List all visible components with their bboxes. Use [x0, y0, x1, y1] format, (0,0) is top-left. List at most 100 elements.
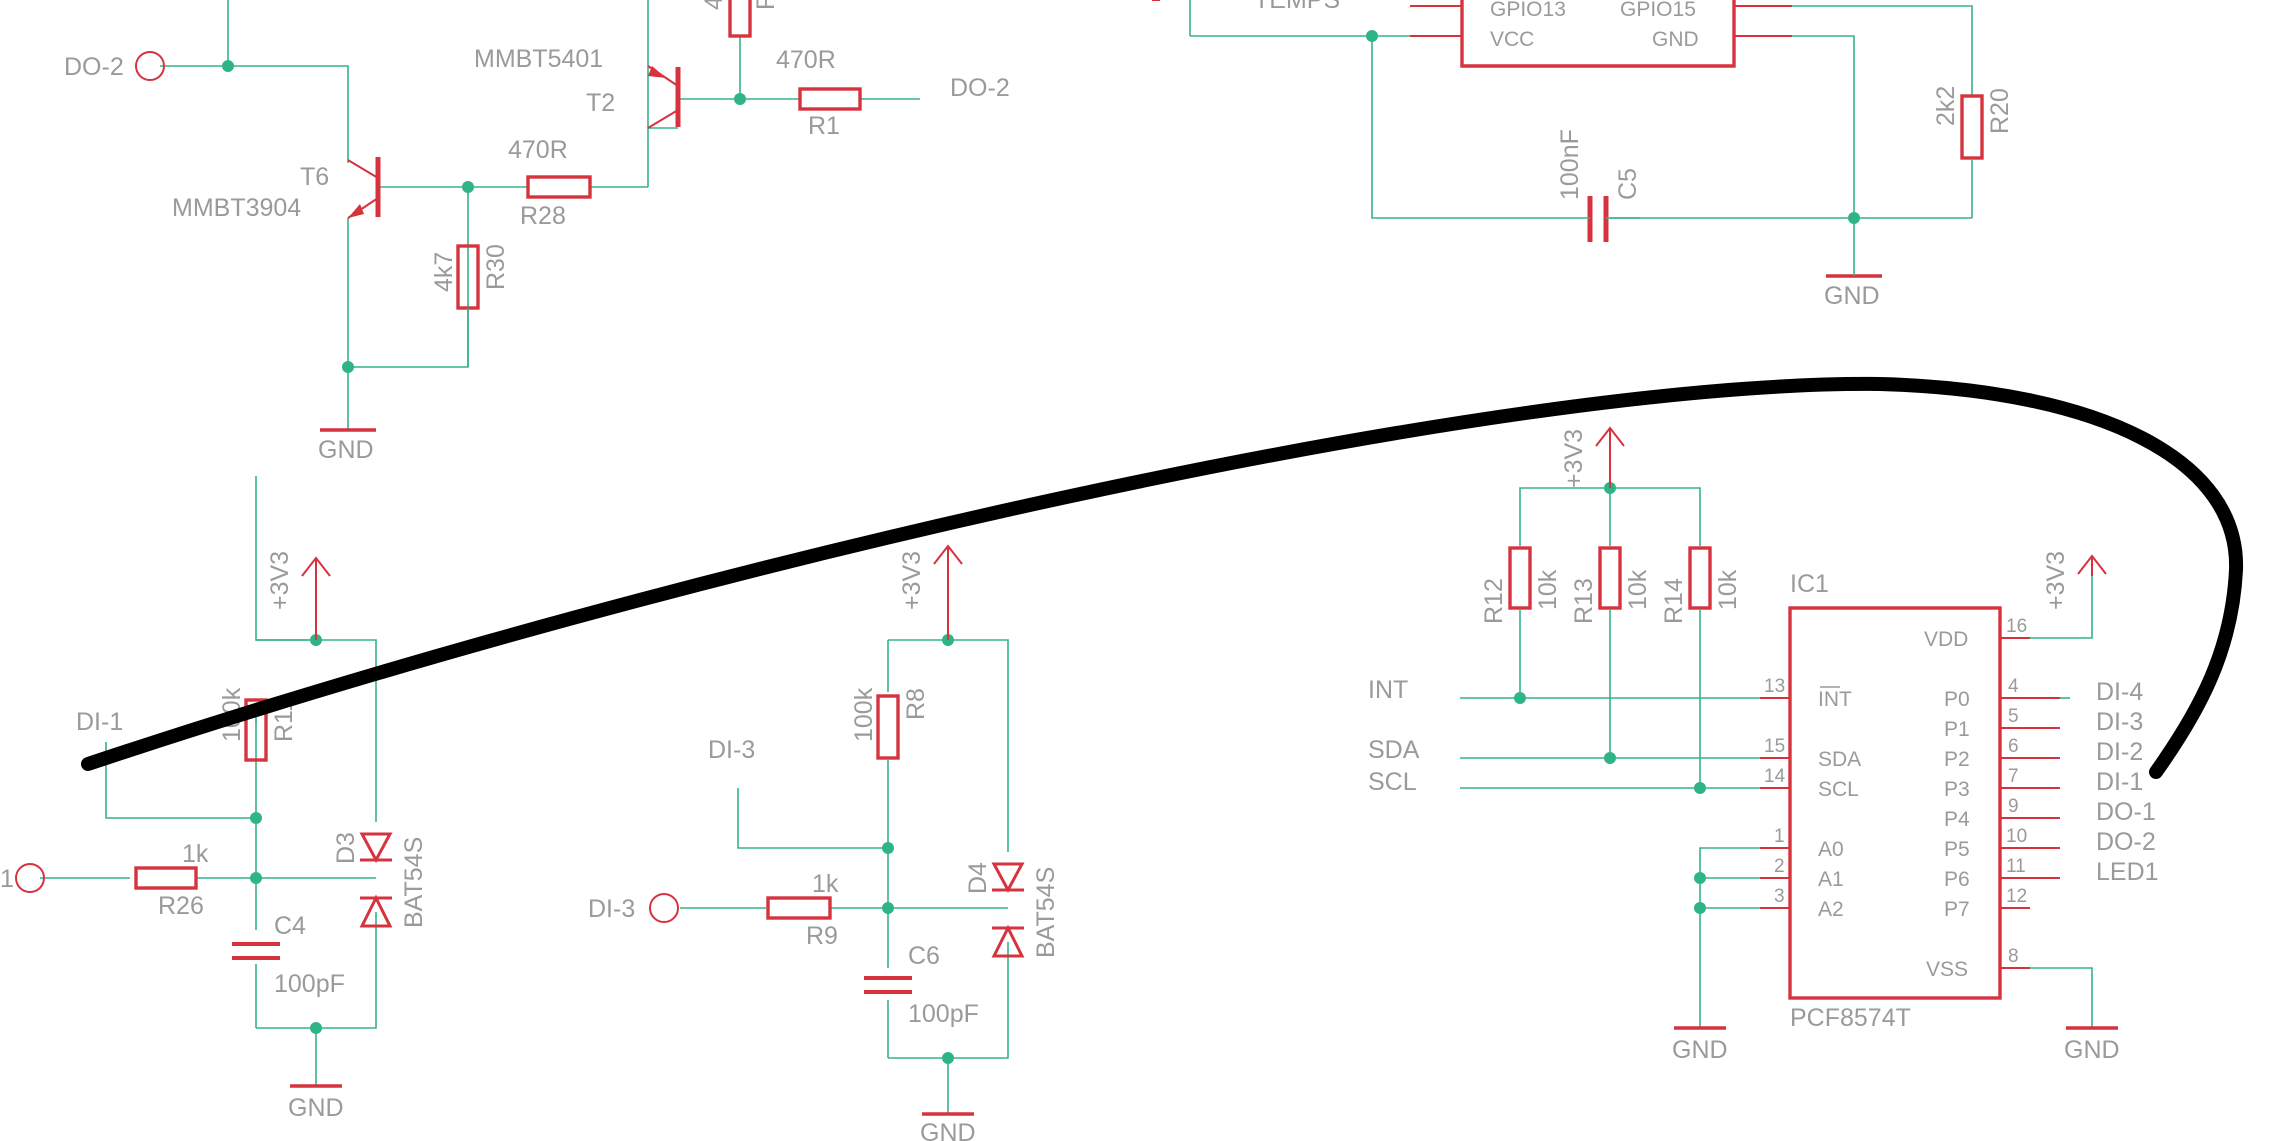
ic1-num-4: 4	[2008, 676, 2019, 697]
di1-port: 1	[0, 863, 45, 893]
ic1-pin-a1: A1	[1818, 868, 1844, 891]
gnd-di3-label: GND	[920, 1119, 976, 1141]
d4-part: BAT54S	[1032, 867, 1060, 958]
ic1-pin-p1: P1	[1944, 718, 1970, 741]
ic1-num-16: 16	[2006, 616, 2027, 637]
t6-label: T6	[300, 163, 329, 191]
resistor-r30: 4k7 R30	[430, 244, 510, 367]
scl-net-label: SCL	[1368, 768, 1417, 796]
ic1-pin-p0: P0	[1944, 688, 1970, 711]
capacitor-c5: 100nF C5	[1556, 129, 1642, 242]
supply-di3: +3V3	[898, 544, 963, 640]
r30-label: R30	[482, 244, 510, 290]
r1-value: 470R	[776, 46, 836, 74]
ic1-num-12: 12	[2006, 886, 2027, 907]
r12-label: R12	[1480, 578, 1508, 624]
capacitor-c4: C4 100pF	[232, 912, 345, 998]
ic1-pin-vdd: VDD	[1924, 628, 1968, 651]
r8-label: R8	[902, 688, 930, 720]
v3-pullups-label: +3V3	[1560, 429, 1588, 488]
do2-port-label: DO-2	[64, 53, 124, 81]
supply-pullups: +3V3	[1560, 426, 1625, 488]
c4-value: 100pF	[274, 970, 345, 998]
ic1-pin-scl: SCL	[1818, 778, 1859, 801]
resistor-r9: 1k R9	[766, 870, 839, 950]
ic1-num-3: 3	[1774, 886, 1785, 907]
resistor-r14: R14 10k	[1660, 546, 1742, 624]
ic1-num-7: 7	[2008, 766, 2019, 787]
ic1-net-p2: DI-2	[2096, 738, 2143, 766]
gpio15-pin: GPIO15	[1620, 0, 1696, 21]
r1-label: R1	[808, 112, 840, 140]
vcc-pin: VCC	[1490, 28, 1534, 51]
ic1-pin-p7: P7	[1944, 898, 1970, 921]
v3-di1-label: +3V3	[266, 551, 294, 610]
r13-value: 10k	[1624, 569, 1652, 610]
r20-value: 2k2	[1932, 86, 1960, 126]
ic1-num-15: 15	[1764, 736, 1785, 757]
r14-value: 10k	[1714, 569, 1742, 610]
ic1-num-13: 13	[1764, 676, 1785, 697]
temps-net-label: TEMPS	[1254, 0, 1340, 14]
resistor-r20: 2k2 R20	[1932, 86, 2014, 160]
ic1-net-p1: DI-3	[2096, 708, 2143, 736]
ic1-label: IC1	[1790, 570, 1829, 598]
ic1-num-1: 1	[1774, 826, 1785, 847]
d4-label: D4	[964, 862, 992, 894]
ic1-pin-p2: P2	[1944, 748, 1970, 771]
gnd-pin: GND	[1652, 28, 1699, 51]
diode-d3: D3 BAT54S	[332, 832, 428, 928]
resistor-r8: 100k R8	[850, 687, 930, 760]
gnd-addr-label: GND	[1672, 1036, 1728, 1064]
v3-ic1-label: +3V3	[2042, 551, 2070, 610]
di3-net-label: DI-3	[708, 736, 755, 764]
resistor-r13: R13 10k	[1570, 546, 1652, 624]
ic1-net-p5: DO-2	[2096, 828, 2156, 856]
transistor-t6: T6 MMBT3904	[172, 157, 381, 222]
ic1-pin-p5: P5	[1944, 838, 1970, 861]
r12-value: 10k	[1534, 569, 1562, 610]
do2-port: DO-2	[64, 51, 165, 81]
ic1-pin-p6: P6	[1944, 868, 1970, 891]
ic1-num-5: 5	[2008, 706, 2019, 727]
gpio13-pin: GPIO13	[1490, 0, 1566, 21]
r28-label: R28	[520, 202, 566, 230]
r8-value: 100k	[850, 687, 878, 742]
r14-label: R14	[1660, 578, 1688, 624]
ic1-pin-int: INT	[1818, 688, 1852, 711]
r26-value: 1k	[182, 840, 209, 868]
t6-part: MMBT3904	[172, 194, 301, 222]
d3-part: BAT54S	[400, 837, 428, 928]
supply-di1: +3V3	[266, 551, 331, 640]
module-top: TEMPS GPIO13 GPIO15 VCC GND	[1152, 0, 1792, 68]
diode-d4: D4 BAT54S	[964, 862, 1060, 958]
supply-ic1: +3V3	[2042, 551, 2107, 610]
ic1-pin-a2: A2	[1818, 898, 1844, 921]
c4-label: C4	[274, 912, 306, 940]
junctions	[222, 30, 1860, 1064]
ic1-part: PCF8574T	[1790, 1004, 1911, 1032]
r9-value: 1k	[812, 870, 839, 898]
gnd-c5-label: GND	[1824, 282, 1880, 310]
ic1-pin-p3: P3	[1944, 778, 1970, 801]
annotation-stroke	[81, 376, 2244, 779]
ic1-num-14: 14	[1764, 766, 1786, 787]
di3-port-label: DI-3	[588, 895, 635, 923]
resistor-top-partial: 4 R	[700, 0, 780, 38]
resistor-r12: R12 10k	[1480, 546, 1562, 624]
gnd-di1-label: GND	[288, 1094, 344, 1122]
r9-label: R9	[806, 922, 838, 950]
di1-port-label: 1	[0, 865, 14, 893]
ic1-num-8: 8	[2008, 946, 2019, 967]
wires	[40, 0, 2093, 1114]
ic1-net-p4: DO-1	[2096, 798, 2156, 826]
ic1-pin-sda: SDA	[1818, 748, 1861, 771]
ic1-num-2: 2	[1774, 856, 1785, 877]
do2-net-label: DO-2	[950, 74, 1010, 102]
c5-value: 100nF	[1556, 129, 1584, 200]
c5-label: C5	[1614, 168, 1642, 200]
int-net-label: INT	[1368, 676, 1408, 704]
resistor-r1: 470R R1	[776, 46, 862, 140]
gnd-t6-label: GND	[318, 436, 374, 464]
